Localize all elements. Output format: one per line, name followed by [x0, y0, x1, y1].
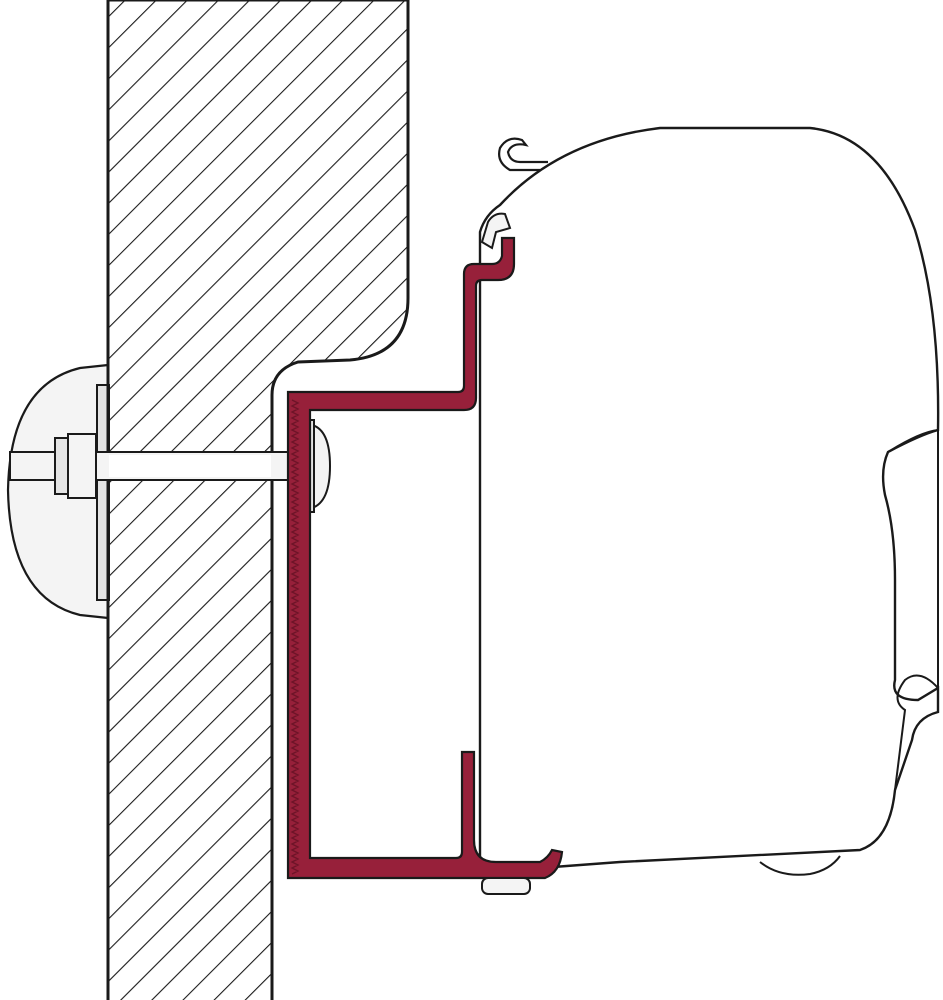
wall-section	[106, 0, 410, 1000]
mounting-bracket	[286, 236, 564, 895]
awning-case	[478, 126, 940, 876]
